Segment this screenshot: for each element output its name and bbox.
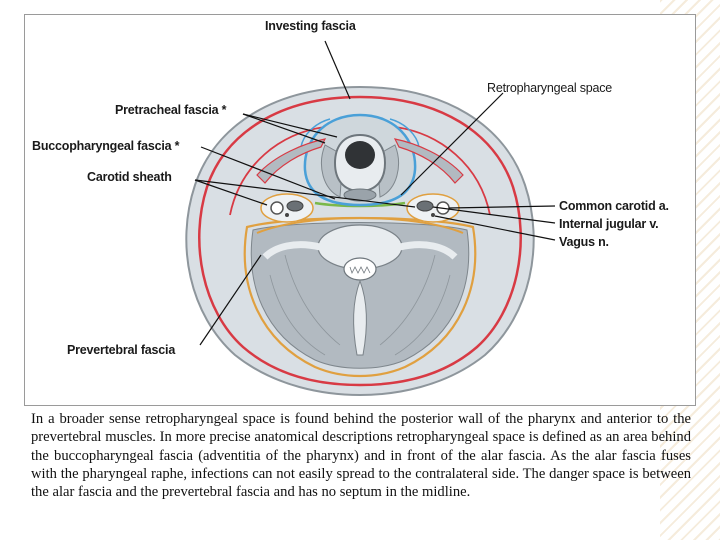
label-vagus: Vagus n. (559, 235, 609, 249)
neck-cross-section-diagram (185, 40, 556, 397)
label-carotid-sheath: Carotid sheath (87, 170, 172, 184)
label-prevertebral-fascia: Prevertebral fascia (67, 343, 176, 357)
esophagus (343, 188, 377, 202)
carotid-sheath-left (260, 193, 314, 223)
pointer-lines (194, 40, 556, 346)
label-buccopharyngeal-fascia: Buccopharyngeal fascia * (32, 139, 180, 153)
carotid-sheath-right (406, 193, 460, 223)
anatomy-figure: Investing fascia Retropharyngeal space P… (24, 14, 696, 406)
label-common-carotid: Common carotid a. (559, 199, 669, 213)
investing-fascia-line (198, 95, 522, 387)
label-internal-jugular: Internal jugular v. (559, 217, 659, 231)
caption-text: In a broader sense retropharyngeal space… (31, 411, 691, 501)
label-investing-fascia: Investing fascia (265, 19, 356, 33)
spinous-process (353, 279, 367, 356)
label-retropharyngeal-space: Retropharyngeal space (487, 81, 613, 95)
label-pretracheal-fascia: Pretracheal fascia * (115, 103, 227, 117)
